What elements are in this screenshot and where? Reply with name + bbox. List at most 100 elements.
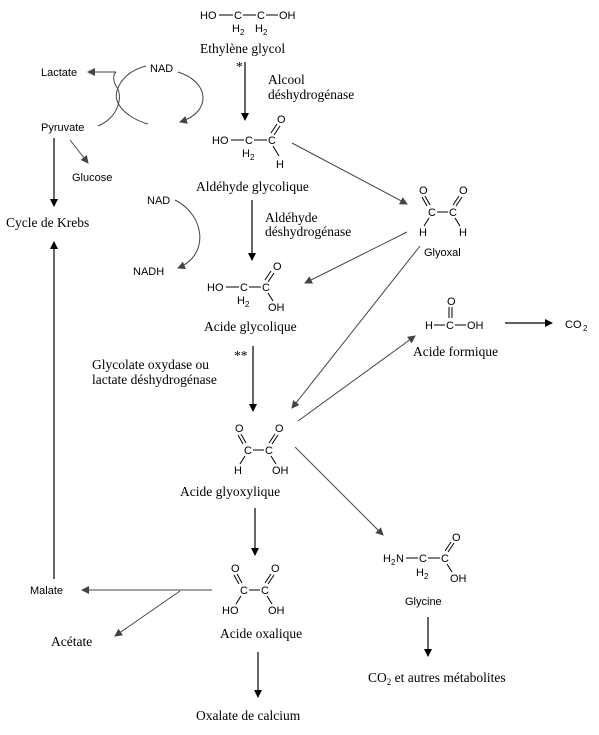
svg-text:C: C (244, 445, 252, 457)
svg-text:C: C (257, 10, 265, 22)
svg-text:C: C (441, 553, 449, 565)
label-glyoxal: Glyoxal (424, 247, 461, 259)
enzyme-gox-line1: Glycolate oxydase ou (92, 357, 209, 372)
svg-text:2: 2 (391, 558, 396, 567)
label-acetate: Acétate (51, 634, 92, 649)
svg-text:O: O (459, 185, 468, 197)
arrow-nad-curve (177, 71, 204, 124)
svg-text:2: 2 (245, 300, 250, 309)
svg-text:H: H (237, 295, 245, 307)
label-oxalic-acid: Acide oxalique (220, 626, 302, 641)
svg-text:HO: HO (207, 282, 224, 294)
arrow-pyruvate-to-glucose (69, 139, 89, 164)
svg-text:O: O (231, 563, 240, 575)
svg-text:OH: OH (450, 573, 467, 585)
label-glucose: Glucose (72, 172, 112, 184)
svg-text:O: O (271, 563, 280, 575)
svg-text:O: O (277, 114, 286, 126)
oxalic-acid-structure: O C C O HO OH (222, 563, 285, 617)
svg-text:H: H (425, 320, 433, 332)
glycine-structure: H 2 N C H 2 C O OH (383, 532, 467, 585)
svg-text:H: H (242, 148, 250, 160)
svg-text:C: C (240, 585, 248, 597)
label-glycolic-acid: Acide glycolique (204, 319, 297, 334)
svg-text:O: O (419, 185, 428, 197)
svg-text:C: C (245, 135, 253, 147)
star-gox: ** (234, 348, 248, 363)
label-krebs: Cycle de Krebs (6, 215, 89, 230)
svg-text:CO2 et autres métabolites: CO2 et autres métabolites (368, 670, 506, 687)
arrow-oxalic-to-acetate (114, 590, 181, 637)
label-glycolaldehyde: Aldéhyde glycolique (196, 179, 309, 194)
label-ethylene-glycol: Ethylène glycol (200, 41, 285, 56)
svg-text:C: C (265, 445, 273, 457)
svg-text:2: 2 (240, 28, 245, 37)
label-glycine: Glycine (405, 596, 442, 608)
label-pyruvate: Pyruvate (41, 122, 84, 134)
curve-nad (115, 65, 149, 125)
enzyme-adh-line1: Alcool (268, 72, 305, 87)
svg-text:H: H (276, 159, 284, 171)
svg-text:H: H (383, 553, 391, 565)
svg-text:HO: HO (212, 135, 229, 147)
label-formic-acid: Acide formique (413, 344, 498, 359)
svg-text:H: H (459, 227, 467, 239)
svg-text:C: C (449, 207, 457, 219)
svg-text:O: O (273, 261, 282, 273)
arrow-nad-to-nadh (174, 199, 201, 270)
svg-text:2: 2 (250, 153, 255, 162)
svg-text:C: C (234, 10, 242, 22)
svg-text:H: H (234, 465, 242, 477)
enzyme-gox-line2: lactate déshydrogénase (92, 372, 217, 387)
label-nad: NAD (150, 63, 173, 75)
svg-text:C: C (428, 207, 436, 219)
svg-text:H: H (232, 23, 240, 35)
co2-label: CO 2 (565, 319, 588, 333)
svg-text:C: C (446, 320, 454, 332)
svg-text:H: H (419, 227, 427, 239)
svg-text:CO: CO (565, 319, 582, 331)
svg-text:OH: OH (272, 465, 289, 477)
curve-lactate (97, 71, 120, 127)
label-lactate: Lactate (41, 67, 77, 79)
label-nad-2: NAD (147, 195, 170, 207)
arrow-gald-to-glyoxal (291, 142, 408, 205)
arrow-glyoxylic-to-glycine (294, 446, 384, 536)
svg-text:C: C (261, 585, 269, 597)
svg-text:OH: OH (467, 320, 484, 332)
svg-text:OH: OH (268, 605, 285, 617)
enzyme-aldh-line1: Aldéhyde (265, 210, 317, 225)
svg-text:C: C (268, 135, 276, 147)
svg-text:C: C (262, 282, 270, 294)
svg-text:HO: HO (200, 10, 217, 22)
arrow-glyoxal-to-glyoxylic (291, 245, 421, 409)
svg-text:O: O (452, 532, 461, 544)
svg-text:N: N (396, 553, 404, 565)
glycolic-acid-structure: HO C H 2 C O OH (207, 261, 285, 314)
svg-text:H: H (255, 23, 263, 35)
svg-text:2: 2 (263, 28, 268, 37)
label-glyoxylic-acid: Acide glyoxylique (180, 484, 280, 499)
svg-text:OH: OH (279, 10, 296, 22)
svg-text:C: C (419, 553, 427, 565)
label-calcium-oxalate: Oxalate de calcium (196, 708, 301, 723)
svg-text:O: O (235, 423, 244, 435)
arrow-glyoxal-to-glycolic (304, 231, 408, 284)
arrow-glyoxylic-to-formic (297, 335, 416, 422)
enzyme-aldh-line2: déshydrogénase (265, 224, 351, 239)
glycolaldehyde-structure: HO C H 2 C O H (212, 114, 286, 171)
svg-text:2: 2 (583, 324, 588, 333)
label-nadh: NADH (133, 266, 164, 278)
svg-text:OH: OH (268, 302, 285, 314)
svg-text:H: H (416, 567, 424, 579)
label-malate: Malate (30, 585, 63, 597)
svg-text:C: C (240, 282, 248, 294)
formic-acid-structure: O H C OH (425, 296, 484, 332)
ethylene-glycol-structure: HO C H 2 C H 2 OH (200, 10, 296, 37)
enzyme-adh-line2: déshydrogénase (268, 87, 354, 102)
star-adh: * (236, 59, 243, 74)
svg-text:O: O (275, 423, 284, 435)
glyoxal-structure: O C C O H H (419, 185, 468, 239)
